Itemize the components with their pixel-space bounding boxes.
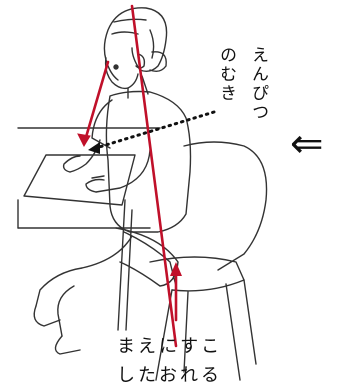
pencil-arrowhead [88, 142, 100, 154]
lean-forward-label-line2: したおれる [117, 365, 222, 386]
chair-legs [155, 279, 257, 381]
hand-right [85, 175, 105, 193]
lean-line [130, 4, 178, 348]
neck [127, 75, 149, 99]
pencil-direction-label-col2: のむき [216, 46, 236, 103]
shorts [115, 227, 179, 287]
thigh [81, 231, 177, 287]
chair-back [183, 141, 268, 271]
face [104, 57, 139, 90]
foot [33, 305, 81, 355]
pencil-direction [88, 110, 216, 154]
lean-forward-label-line1: まえにすこ [117, 336, 223, 357]
posture-guides [77, 4, 182, 348]
line-drawing [17, 7, 268, 381]
hand-left [62, 155, 81, 173]
eye [113, 64, 119, 70]
sight-line [82, 60, 110, 146]
lean-arrowhead [170, 262, 182, 276]
sight-arrowhead [77, 133, 91, 148]
table-leg [117, 199, 133, 331]
pencil-dotted-line [94, 110, 216, 150]
shin [35, 267, 83, 337]
shirt [105, 90, 192, 233]
chair-seat [149, 256, 245, 292]
ponytail [149, 51, 167, 73]
side-view-arrow: ⇐ [290, 121, 324, 167]
ear [135, 53, 146, 69]
arm-right [95, 149, 151, 193]
pencil-direction-label-col1: えんぴつ [248, 46, 268, 122]
paper [23, 154, 136, 206]
sleeve [91, 99, 113, 149]
